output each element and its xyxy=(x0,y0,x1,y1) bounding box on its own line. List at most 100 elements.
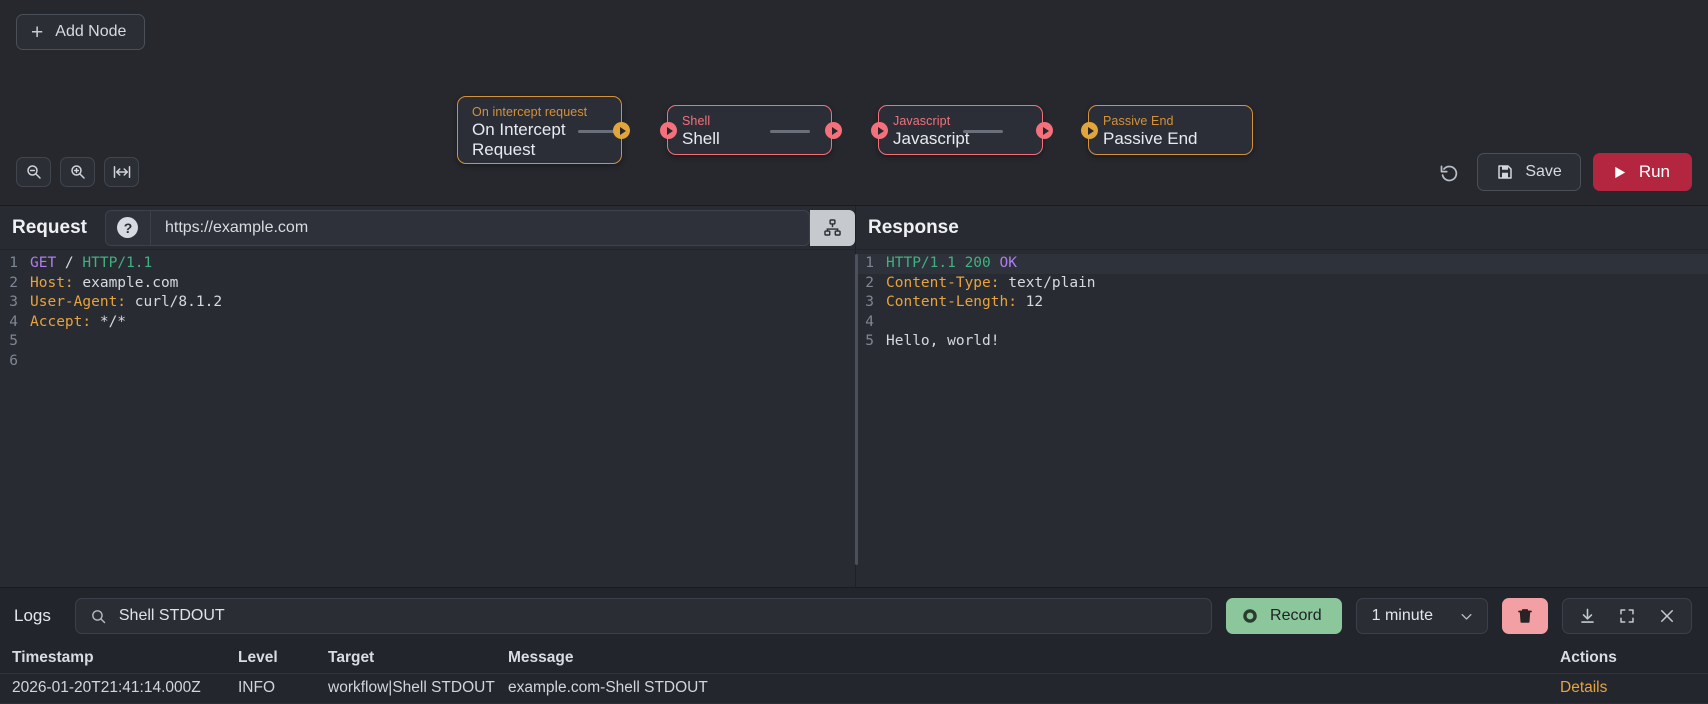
canvas-actions: Save Run xyxy=(1431,153,1692,191)
response-header: Response xyxy=(856,206,1708,250)
close-icon xyxy=(1661,610,1673,622)
cell-timestamp: 2026-01-20T21:41:14.000Z xyxy=(0,673,238,704)
add-node-label: Add Node xyxy=(55,23,127,40)
workflow-canvas-panel: + Add Node On intercept request On Inter… xyxy=(0,0,1708,206)
request-title: Request xyxy=(12,216,87,238)
canvas-zoom-controls xyxy=(16,157,139,187)
record-icon xyxy=(1243,609,1257,623)
clear-logs-button[interactable] xyxy=(1502,598,1548,634)
code-line-text: User-Agent: curl/8.1.2 xyxy=(30,294,223,311)
url-help-cell[interactable]: ? xyxy=(106,210,151,245)
duration-value: 1 minute xyxy=(1371,607,1433,624)
node-input-port-4[interactable] xyxy=(1081,122,1098,139)
code-line-text: GET / HTTP/1.1 xyxy=(30,255,153,271)
code-line: 6 xyxy=(0,352,855,372)
column-header-level: Level xyxy=(238,644,328,674)
search-icon xyxy=(92,609,106,623)
undo-icon xyxy=(1440,165,1458,181)
response-title: Response xyxy=(868,216,959,238)
run-label: Run xyxy=(1638,162,1670,181)
sitemap-button[interactable] xyxy=(810,209,855,246)
details-link[interactable]: Details xyxy=(1560,679,1608,696)
code-line: 3 Content-Length: 12 xyxy=(856,293,1708,313)
pane-splitter[interactable] xyxy=(852,206,859,587)
fit-to-width-button[interactable] xyxy=(104,157,139,187)
edge-3 xyxy=(963,130,1003,133)
node-output-port-1[interactable] xyxy=(613,122,630,139)
sitemap-icon xyxy=(824,219,841,236)
code-line: 5 Hello, world! xyxy=(856,332,1708,352)
logs-table-header-row: Timestamp Level Target Message Actions xyxy=(0,644,1708,674)
column-header-target: Target xyxy=(328,644,508,674)
fullscreen-logs-button[interactable] xyxy=(1609,601,1645,631)
save-button[interactable]: Save xyxy=(1477,153,1581,191)
download-icon xyxy=(1580,608,1594,623)
table-row[interactable]: 2026-01-20T21:41:14.000Z INFO workflow|S… xyxy=(0,673,1708,704)
node-input-port-2[interactable] xyxy=(660,122,677,139)
add-node-button[interactable]: + Add Node xyxy=(16,14,146,50)
workflow-canvas[interactable]: + Add Node On intercept request On Inter… xyxy=(0,0,1708,205)
node-type-label: On intercept request xyxy=(472,105,588,119)
column-header-message: Message xyxy=(508,644,1548,674)
download-logs-button[interactable] xyxy=(1569,601,1605,631)
record-button[interactable]: Record xyxy=(1226,598,1342,634)
node-name-label: Passive End xyxy=(1103,129,1198,148)
line-number: 1 xyxy=(865,255,874,271)
zoom-out-button[interactable] xyxy=(16,157,51,187)
help-icon: ? xyxy=(117,217,139,238)
url-bar[interactable]: ? xyxy=(104,209,810,246)
code-line: 4 xyxy=(856,313,1708,333)
code-line-text: HTTP/1.1 200 OK xyxy=(886,255,1017,271)
line-number: 6 xyxy=(9,352,18,369)
code-line-text: Hello, world! xyxy=(886,333,1000,350)
code-line-text: Host: example.com xyxy=(30,274,179,291)
line-number: 1 xyxy=(9,255,18,271)
logs-search[interactable] xyxy=(74,598,1213,634)
node-type-label: Shell xyxy=(682,114,711,128)
duration-select[interactable]: 1 minute xyxy=(1355,598,1488,634)
code-line: 5 xyxy=(0,332,855,352)
line-number: 3 xyxy=(865,294,874,311)
workflow-node-passive-end[interactable]: Passive End Passive End xyxy=(1088,105,1253,155)
node-name-label: Javascript xyxy=(893,129,970,148)
node-output-port-3[interactable] xyxy=(1036,122,1053,139)
code-line-text: Content-Length: 12 xyxy=(886,294,1044,311)
logs-search-input[interactable] xyxy=(118,607,1198,625)
logs-label: Logs xyxy=(14,606,51,625)
code-line: 1 HTTP/1.1 200 OK xyxy=(856,254,1708,274)
line-number: 3 xyxy=(9,294,18,311)
zoom-out-icon xyxy=(26,165,41,179)
fit-to-width-icon xyxy=(113,166,130,178)
line-number: 5 xyxy=(865,333,874,350)
code-line-text: Accept: */* xyxy=(30,313,127,330)
logs-panel: Logs Record 1 minute xyxy=(0,587,1708,704)
record-label: Record xyxy=(1270,607,1322,624)
url-input[interactable] xyxy=(150,210,809,245)
line-number: 2 xyxy=(865,274,874,291)
node-input-port-3[interactable] xyxy=(871,122,888,139)
close-logs-button[interactable] xyxy=(1649,601,1685,631)
save-icon xyxy=(1498,165,1513,179)
logs-toolbar: Logs Record 1 minute xyxy=(0,588,1708,644)
node-name-label: On Intercept Request xyxy=(472,120,566,160)
plus-icon: + xyxy=(31,20,44,44)
code-line: 3 User-Agent: curl/8.1.2 xyxy=(0,293,855,313)
line-number: 4 xyxy=(865,313,874,330)
zoom-in-icon xyxy=(70,165,85,179)
line-number: 5 xyxy=(9,333,18,350)
undo-button[interactable] xyxy=(1431,155,1465,189)
run-button[interactable]: Run xyxy=(1592,153,1692,191)
node-type-label: Javascript xyxy=(893,114,951,128)
fullscreen-icon xyxy=(1620,609,1634,623)
workflow-node-javascript[interactable]: Javascript Javascript xyxy=(878,105,1043,155)
zoom-in-button[interactable] xyxy=(60,157,95,187)
node-output-port-2[interactable] xyxy=(825,122,842,139)
